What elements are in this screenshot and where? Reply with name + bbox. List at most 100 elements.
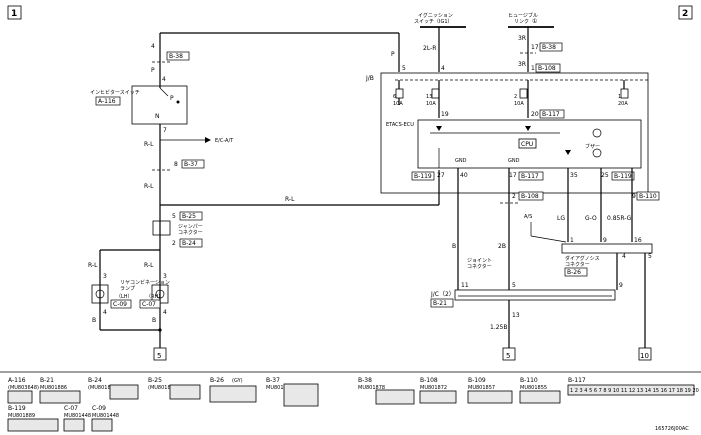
lh-lamp-bulb xyxy=(95,289,105,299)
ignition-wire-color: 2L-R xyxy=(423,45,436,52)
diag-name: ダイアグノシス xyxy=(565,255,600,262)
inhibitor-pin-4: 4 xyxy=(162,76,166,83)
diag-pin-16: 16 xyxy=(634,237,642,244)
switch-node xyxy=(176,100,180,104)
conn-c09-box xyxy=(110,299,132,309)
legend-c07-conn xyxy=(63,418,85,432)
conn-b117-jb-box xyxy=(539,109,565,119)
legend-b108: B-108 xyxy=(420,377,438,384)
fusible-pin-a: 17 xyxy=(531,44,539,51)
ignition-switch-label: イグニッション xyxy=(418,12,453,19)
jc-pin-13: 13 xyxy=(512,312,520,319)
jb-box xyxy=(380,72,649,194)
lamp-ground-junction xyxy=(158,328,162,332)
legend-b21-conn xyxy=(39,390,81,404)
conn-b110: B-110 xyxy=(639,193,657,200)
diag-connector-box xyxy=(561,243,653,254)
fuse1-no: 1 xyxy=(618,94,621,100)
ground-10-box xyxy=(638,347,652,361)
inhibitor-switch-name: インヒビタースイッチ xyxy=(90,89,140,96)
legend-b38-sub: MU801878 xyxy=(358,385,385,391)
jc-label: J/C（2） xyxy=(430,291,455,298)
inhibitor-out-pin: 7 xyxy=(163,127,167,134)
conn-b119-b: B-119 xyxy=(614,173,632,180)
cpu-label: CPU xyxy=(521,141,533,148)
conn-c09: C-09 xyxy=(113,301,127,308)
legend-b26: B-26 xyxy=(210,377,224,384)
legend-b26-sub: (GY) xyxy=(232,378,243,384)
legend-b38: B-38 xyxy=(358,377,372,384)
jc-box xyxy=(454,289,616,301)
ground-10: 10 xyxy=(640,352,649,360)
jb-pin-19: 19 xyxy=(441,111,449,118)
p-position: P xyxy=(170,95,174,102)
jb-label: J/B xyxy=(365,75,374,82)
right-page-marker-box xyxy=(678,5,693,20)
p-wire-color-right: P xyxy=(391,51,395,58)
fuse13-amp: 10A xyxy=(426,101,436,107)
rl-wire-b: R-L xyxy=(144,183,154,190)
legend-b109-sub: MU801857 xyxy=(468,385,495,391)
buzzer-icon-2 xyxy=(592,148,602,158)
etacs-pin-17: 17 xyxy=(509,172,517,179)
legend-b109-conn xyxy=(467,390,513,404)
legend-b37: B-37 xyxy=(266,377,280,384)
conn-b108-lower-box xyxy=(518,191,544,201)
legend-b108-sub: MU801872 xyxy=(420,385,447,391)
fuse13-body xyxy=(431,88,440,99)
lower-wire-125b: 1.25B xyxy=(490,324,507,331)
etacs-diode xyxy=(565,150,571,155)
lamp-name-2: ランプ xyxy=(120,286,135,292)
jc-pin-5: 5 xyxy=(512,282,516,289)
legend-b24-sub: (MU801862) xyxy=(88,385,119,391)
rh-ground-wire: B xyxy=(152,317,156,324)
jb-pin-5: 5 xyxy=(402,65,406,72)
inhibitor-switch-box xyxy=(131,85,188,125)
ec-at-arrow xyxy=(205,137,211,143)
conn-b25-box xyxy=(179,211,203,221)
legend-a116-conn xyxy=(7,390,33,404)
jumper-label: ジャンパー xyxy=(178,224,203,230)
ec-at-label: E/C-A/T xyxy=(215,138,234,144)
joint-label-1: ジョイント xyxy=(467,258,492,264)
legend-b110-conn xyxy=(519,390,561,404)
fusible-pin-b: 1 xyxy=(531,65,535,72)
conn-c07: C-07 xyxy=(142,301,156,308)
lh-ground-wire: B xyxy=(92,317,96,324)
diag-name-2: コネクター xyxy=(565,261,590,268)
etacs-pin-9: 9 xyxy=(632,193,636,200)
legend-b119: B-119 xyxy=(8,405,26,412)
pin-5-b25: 5 xyxy=(172,213,176,220)
etacs-pin-35: 35 xyxy=(570,172,578,179)
lower-wire-2b: 2B xyxy=(498,243,506,250)
fuse2-amp: 10A xyxy=(514,101,524,107)
lh-pin-4: 4 xyxy=(103,309,107,316)
legend-b37-conn xyxy=(283,383,319,407)
lamp-name-lh: （LH） xyxy=(116,294,133,300)
legend-a116-sub: (MU803648) xyxy=(8,385,39,391)
footer-code: 165726J00AC xyxy=(655,426,689,432)
joint-label-2: コネクター xyxy=(467,263,492,270)
gnd-label-2: GND xyxy=(508,158,520,164)
wire-go: G-O xyxy=(585,215,597,222)
rl-wire-d: R-L xyxy=(144,262,154,269)
conn-b38-left: B-38 xyxy=(169,53,183,60)
lh-pin-3: 3 xyxy=(103,273,107,280)
legend-a116: A-116 xyxy=(8,377,26,384)
fusible-link-number: ① xyxy=(532,18,537,25)
ground-5-left: 5 xyxy=(157,352,161,360)
conn-b38-top-box xyxy=(539,42,563,52)
legend-c07-sub: MU801448 xyxy=(64,413,91,419)
conn-b24: B-24 xyxy=(182,240,196,247)
fusible-wire-color: 3R xyxy=(518,35,526,42)
wire-lg: LG xyxy=(557,215,565,222)
jc-pin-9: 9 xyxy=(619,282,623,289)
inhibitor-wire-color: P xyxy=(151,67,155,74)
legend-c09-conn xyxy=(91,418,113,432)
conn-a116-box xyxy=(95,96,121,106)
as-wire-2 xyxy=(530,235,567,243)
jumper-label-2: コネクター xyxy=(178,229,203,236)
fuse1-body xyxy=(620,88,629,99)
conn-b25: B-25 xyxy=(182,213,196,220)
